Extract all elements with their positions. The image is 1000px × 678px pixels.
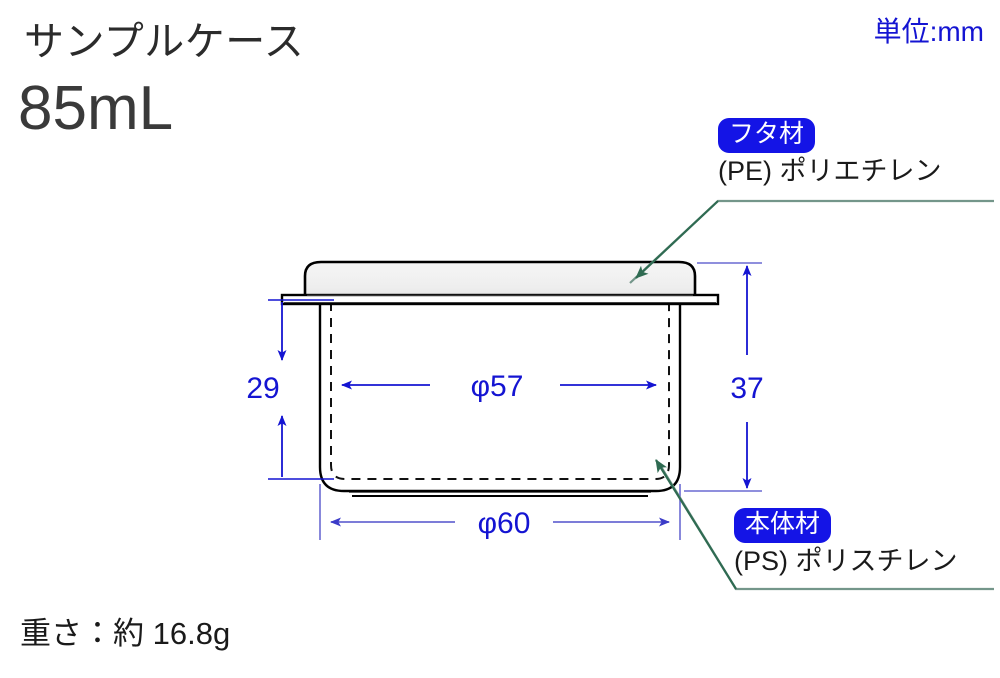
unit-note-label: 単位:mm: [873, 16, 984, 47]
callout-body-material: 本体材 (PS) ポリスチレン: [734, 508, 958, 577]
body-material-text: (PS) ポリスチレン: [734, 546, 958, 576]
dimension-height-total: 37: [684, 262, 764, 492]
dimension-label-phi60: φ60: [478, 507, 531, 540]
weight-label: 重さ：約 16.8g: [20, 616, 231, 651]
leader-line-lid: [629, 199, 994, 284]
dimension-dia-inner: φ57: [341, 370, 657, 403]
inner-profile-dashed: [330, 302, 670, 480]
callout-lid-material: フタ材 (PE) ポリエチレン: [718, 118, 942, 187]
container-lid-shape: [280, 260, 720, 306]
badge-body-material: 本体材: [734, 508, 832, 543]
dimension-height-inner: 29: [246, 299, 334, 480]
volume-label: 85mL: [18, 74, 174, 143]
dimension-dia-outer: φ60: [319, 484, 681, 540]
badge-lid-material: フタ材: [718, 118, 816, 153]
dimension-label-37: 37: [730, 372, 763, 405]
dimension-label-29: 29: [246, 372, 279, 405]
page-title: サンプルケース: [24, 20, 305, 64]
leader-line-body: [655, 459, 994, 591]
dimension-label-phi57: φ57: [471, 370, 524, 403]
lid-material-text: (PE) ポリエチレン: [718, 156, 942, 186]
container-body-shape: [318, 298, 682, 497]
